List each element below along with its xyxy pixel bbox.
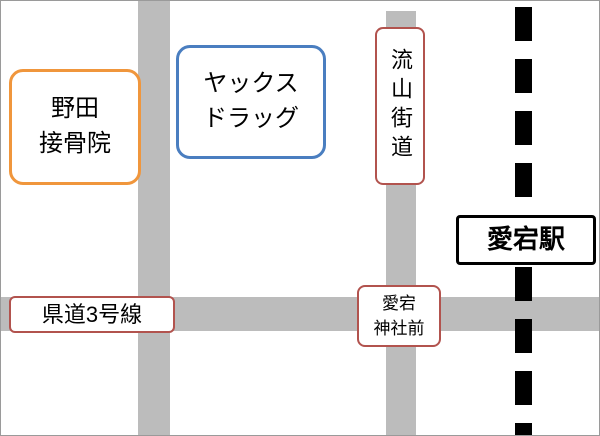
noda-clinic-line1: 野田 xyxy=(51,95,99,123)
atago-station-text: 愛宕駅 xyxy=(486,224,565,255)
yax-drug-label: ヤックス ドラッグ xyxy=(176,45,326,159)
yax-drug-line2: ドラッグ xyxy=(203,105,299,132)
noda-clinic-label: 野田 接骨院 xyxy=(9,69,141,185)
atago-shrine-mae-line2: 神社前 xyxy=(373,319,425,338)
prefectural-road-3-label: 県道3号線 xyxy=(9,296,175,333)
atago-station-label: 愛宕駅 xyxy=(456,215,596,265)
atago-shrine-mae-label: 愛宕 神社前 xyxy=(357,285,441,347)
noda-clinic-line2: 接骨院 xyxy=(39,130,111,157)
atago-shrine-mae-line1: 愛宕 xyxy=(382,293,416,313)
yax-drug-line1: ヤックス xyxy=(203,70,299,98)
nagareyama-kaido-label: 流山街道 xyxy=(375,27,425,185)
prefectural-road-3-text: 県道3号線 xyxy=(41,301,143,327)
road-vertical-left xyxy=(138,1,170,435)
nagareyama-kaido-text: 流山街道 xyxy=(388,48,413,164)
